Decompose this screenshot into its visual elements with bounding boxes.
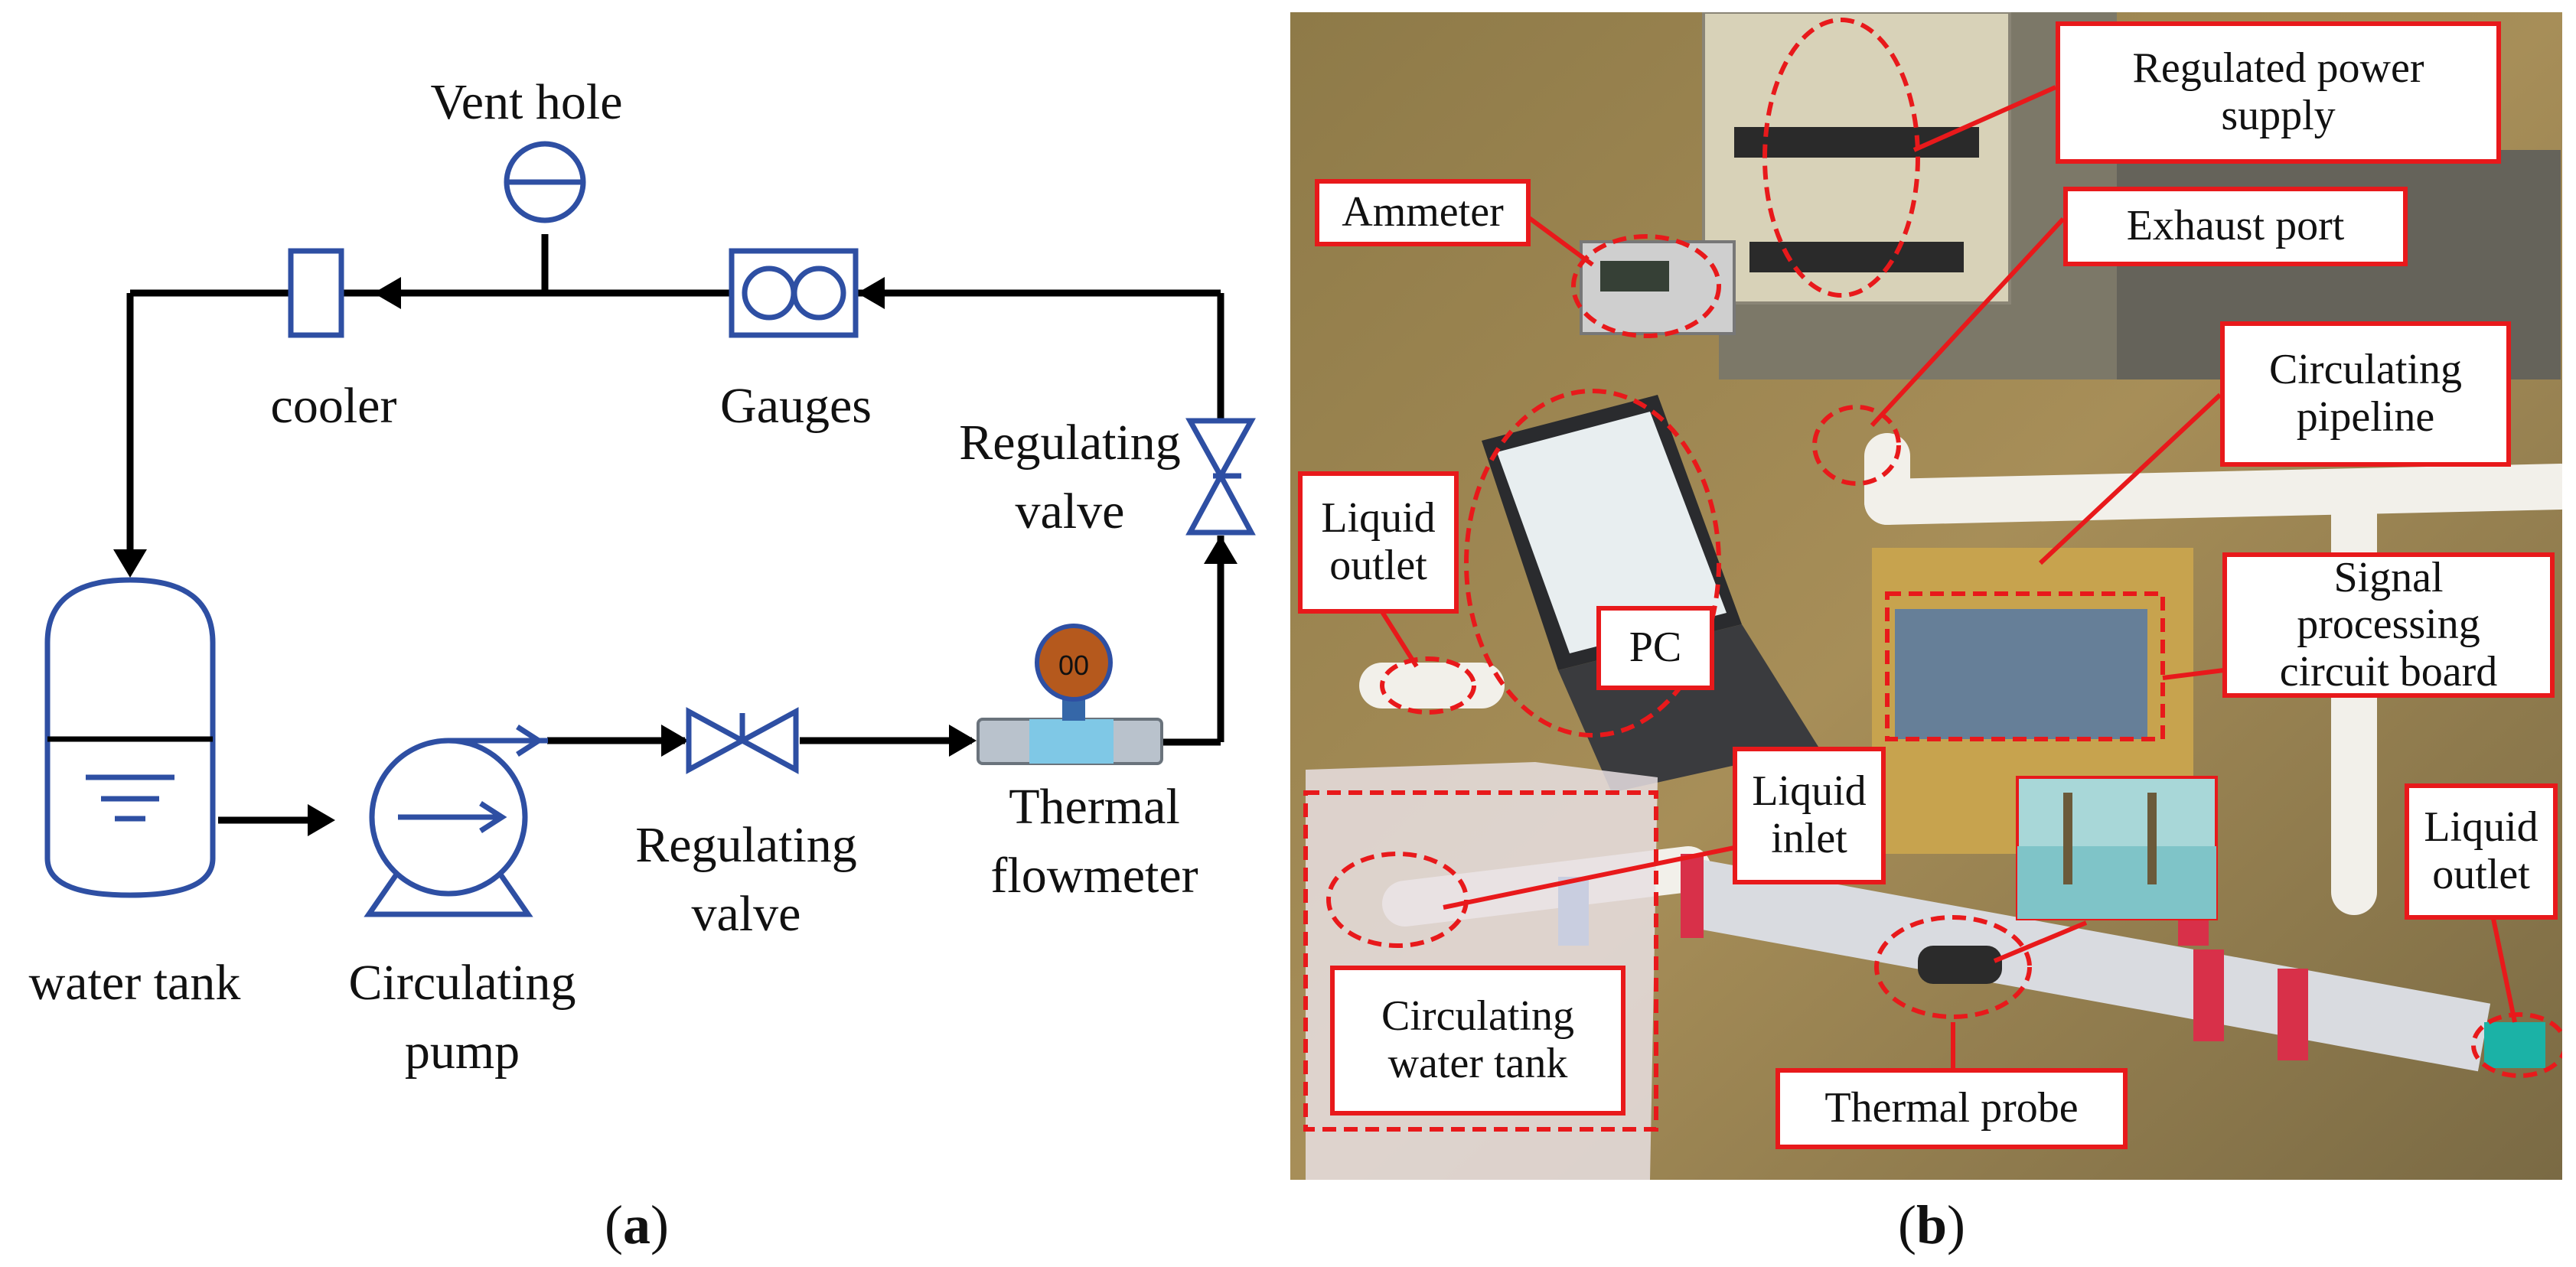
gauges-icon [729,248,859,338]
callout-circulating-pipeline: Circulating pipeline [2220,321,2511,467]
thermal-probe-water [2017,846,2216,919]
rect-circulating-water-tank [1303,790,1658,1132]
label-vent-hole: Vent hole [430,74,622,130]
leader-ammeter [1518,209,1594,267]
thermal-flowmeter-icon: 00 [977,624,1163,765]
leader-exhaust-port [1870,217,2066,428]
callout-circulating-water-tank: Circulating water tank [1330,966,1625,1116]
flowmeter-display: 00 [1058,650,1089,681]
callout-thermal-probe: Thermal probe [1775,1068,2128,1149]
ellipse-thermal-probe [1874,915,2032,1019]
label-regulating-valve-bottom-2: valve [692,886,801,942]
schematic-panel-a: 00 Vent hole cooler Gauges Regulating va… [29,74,1256,1080]
pipe-network [126,234,1224,824]
callout-ammeter: Ammeter [1315,179,1531,246]
flow-arrows [113,277,1237,836]
photo-panel-b: Regulated power supply Ammeter Exhaust p… [1290,12,2562,1180]
label-thermal-flowmeter-2: flowmeter [990,848,1198,904]
regulating-valve-vertical-icon [1185,418,1256,536]
callout-text-regulated-power-supply: Regulated power supply [2132,44,2424,139]
label-circulating-pump-2: pump [405,1024,520,1080]
power-supply-display-1 [1734,127,1979,158]
pipe-top-horizontal [1864,464,2562,525]
leader-liquid-inlet [1443,844,1743,910]
label-regulating-valve-top-1: Regulating [959,415,1181,471]
transparent-test-pipe [1681,858,2491,1072]
callout-regulated-power-supply: Regulated power supply [2056,21,2501,164]
dashed-annotations [1303,18,2562,1132]
callout-text-thermal-probe: Thermal probe [1824,1084,2079,1132]
panel-label-b: (b) [1898,1194,1966,1256]
coupling-2 [2193,949,2224,1041]
callout-signal-processing-circuit-board: Signal processing circuit board [2222,552,2555,698]
flow-arrow-up-valve [1204,536,1237,564]
callout-pc: PC [1596,606,1714,690]
leader-thermal-probe-inset [1993,920,2088,963]
callout-liquid-inlet: Liquid inlet [1733,747,1886,884]
ellipse-liquid-outlet-left [1380,656,1476,715]
label-water-tank: water tank [29,955,241,1011]
ellipse-power-supply [1762,18,1920,298]
ellipse-pc [1464,389,1721,738]
callout-text-liquid-outlet-right: Liquid outlet [2424,803,2539,898]
power-supply-display-2 [1749,242,1964,272]
circulating-pump-icon [364,725,548,917]
leader-circulating-pipeline [2038,392,2222,565]
ammeter-screen [1600,261,1669,292]
label-thermal-flowmeter-1: Thermal [1009,779,1180,835]
callout-text-circulating-pipeline: Circulating pipeline [2269,346,2462,441]
probe-2 [2147,793,2157,884]
cooler-icon [288,248,344,338]
label-cooler: cooler [271,378,397,434]
coupling-1 [1681,854,1704,938]
panel-letter-a: a [622,1194,651,1256]
callout-text-exhaust-port: Exhaust port [2126,202,2345,250]
label-regulating-valve-bottom-1: Regulating [635,817,857,873]
rect-circuit-board [1885,591,2165,741]
label-circulating-pump-1: Circulating [349,955,576,1011]
ellipse-ammeter [1571,234,1721,338]
vent-hole-icon [504,141,586,223]
callout-text-circulating-water-tank: Circulating water tank [1381,992,1574,1087]
callout-exhaust-port: Exhaust port [2063,187,2408,266]
flow-arrow-down-tank [113,549,147,578]
flow-arrow-left-gauges [857,277,885,309]
callout-text-liquid-outlet-left: Liquid outlet [1321,494,1436,589]
probe-1 [2063,793,2072,884]
leader-liquid-outlet-right [2490,910,2517,1023]
callout-text-liquid-inlet: Liquid inlet [1752,767,1867,862]
ellipse-exhaust-port [1812,405,1901,486]
label-gauges: Gauges [720,378,872,434]
leader-circuit-board [2162,668,2225,680]
ellipse-liquid-outlet-right [2471,1012,2562,1078]
coupling-3 [2278,969,2308,1060]
callout-liquid-outlet-right: Liquid outlet [2405,783,2558,920]
label-regulating-valve-top-2: valve [1016,484,1125,539]
leader-lines [1368,85,2517,1068]
callout-text-signal-processing: Signal processing circuit board [2279,553,2498,695]
laptop-screen [1497,412,1727,653]
circuit-board [1895,609,2147,739]
panel-letter-b: b [1916,1194,1948,1256]
probe-mounts [1918,946,2002,984]
ellipse-liquid-inlet [1326,852,1469,948]
leader-power-supply [1912,85,2057,152]
callout-text-pc: PC [1629,624,1682,672]
flow-arrow-right-pump [308,804,335,836]
flow-arrow-right-valve [661,725,689,757]
flow-arrow-left-cooler [373,277,401,309]
panel-label-a: (a) [605,1194,669,1256]
callout-liquid-outlet-left: Liquid outlet [1298,471,1459,614]
outlet-fitting [2484,1022,2545,1068]
flow-arrow-right-flowmeter [949,725,977,757]
regulating-valve-horizontal-icon [686,707,799,774]
callout-text-ammeter: Ammeter [1342,188,1504,236]
